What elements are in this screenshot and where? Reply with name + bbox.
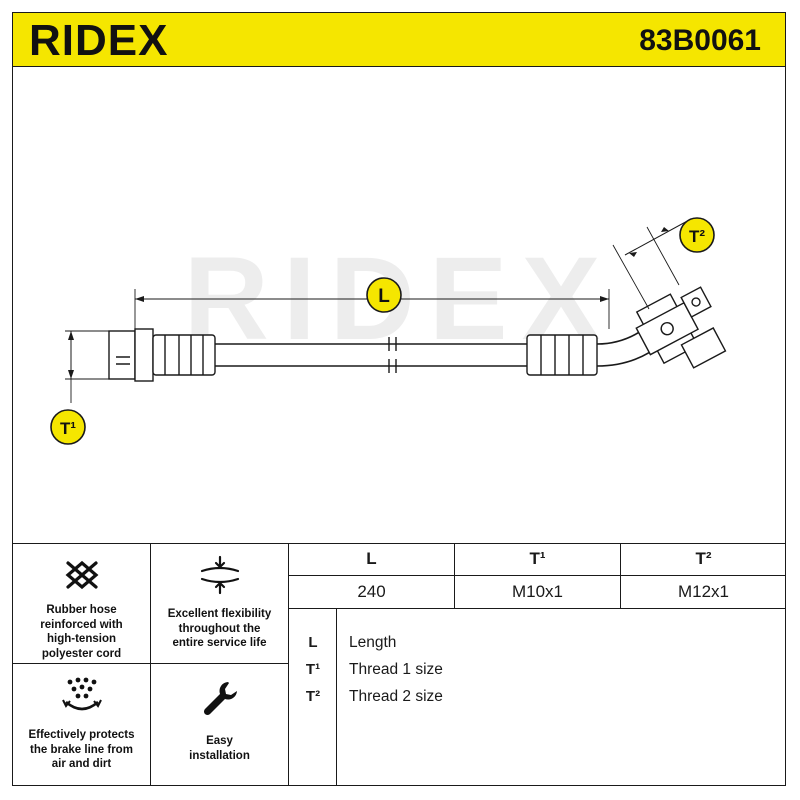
spec-header-T2: T² [621, 543, 786, 576]
left-fitting-collar [134, 328, 154, 382]
dimension-T2-line [624, 218, 692, 256]
feature-caption-line: air and dirt [51, 758, 112, 770]
dust-shield-icon [61, 677, 102, 711]
break-mark [388, 337, 397, 373]
legend-value: Length [349, 634, 397, 651]
hose-body [215, 343, 527, 367]
header-bar: RIDEX 83B0061 [13, 13, 785, 67]
legend-key: L [308, 634, 318, 651]
badge-L: L [366, 277, 402, 313]
feature-caption-line: installation [189, 749, 250, 762]
feature-caption-line: high-tension [47, 633, 116, 645]
hose-drawing: RIDEX [50, 217, 727, 445]
feature-protection: Effectively protects the brake line from… [13, 664, 151, 786]
feature-reinforced: Rubber hose reinforced with high-tension… [13, 543, 151, 664]
feature-caption-line: Effectively protects [28, 729, 135, 741]
spec-value-L: 240 [289, 576, 455, 609]
feature-caption-line: the brake line from [30, 743, 133, 756]
legend-key: T² [305, 688, 321, 705]
legend-divider [336, 609, 337, 786]
spec-value-T2: M12x1 [621, 576, 786, 609]
badge-T1: T¹ [50, 409, 86, 445]
section-divider [13, 543, 785, 544]
badge-T2: T² [679, 217, 715, 253]
spec-header-L: L [289, 543, 455, 576]
wrench-icon [203, 682, 237, 716]
feature-installation: Easy installation [151, 664, 289, 786]
feature-caption-line: Excellent flexibility [167, 608, 272, 620]
feature-flexibility: Excellent flexibility throughout the ent… [151, 543, 289, 664]
flexibility-icon [200, 555, 239, 595]
legend: L Length T¹ Thread 1 size T² Thread 2 si… [289, 609, 786, 786]
spec-header-T1: T¹ [455, 543, 621, 576]
legend-key: T¹ [305, 661, 321, 678]
feature-caption-line: throughout the [178, 622, 261, 635]
left-ferrule [152, 334, 216, 376]
badge-T2-text: T² [689, 227, 705, 246]
right-ferrule [526, 334, 598, 376]
brand-logo: RIDEX [29, 16, 169, 65]
part-number: 83B0061 [639, 24, 761, 57]
mesh-icon [65, 560, 98, 590]
product-sheet: RIDEX 83B0061 RIDEX [12, 12, 786, 786]
badge-L-text: L [378, 286, 390, 307]
legend-value: Thread 1 size [349, 661, 443, 678]
feature-caption-line: polyester cord [41, 647, 122, 660]
badge-T1-text: T¹ [60, 419, 76, 438]
feature-caption-line: Rubber hose [46, 604, 117, 616]
left-fitting-nut [108, 330, 136, 380]
legend-value: Thread 2 size [349, 688, 443, 705]
feature-caption-line: reinforced with [40, 618, 123, 631]
feature-caption-line: entire service life [172, 637, 267, 649]
feature-caption-line: Easy [206, 735, 233, 747]
spec-table: L T¹ T² 240 M10x1 M12x1 [289, 543, 786, 609]
spec-value-T1: M10x1 [455, 576, 621, 609]
banjo-fitting [635, 286, 727, 369]
